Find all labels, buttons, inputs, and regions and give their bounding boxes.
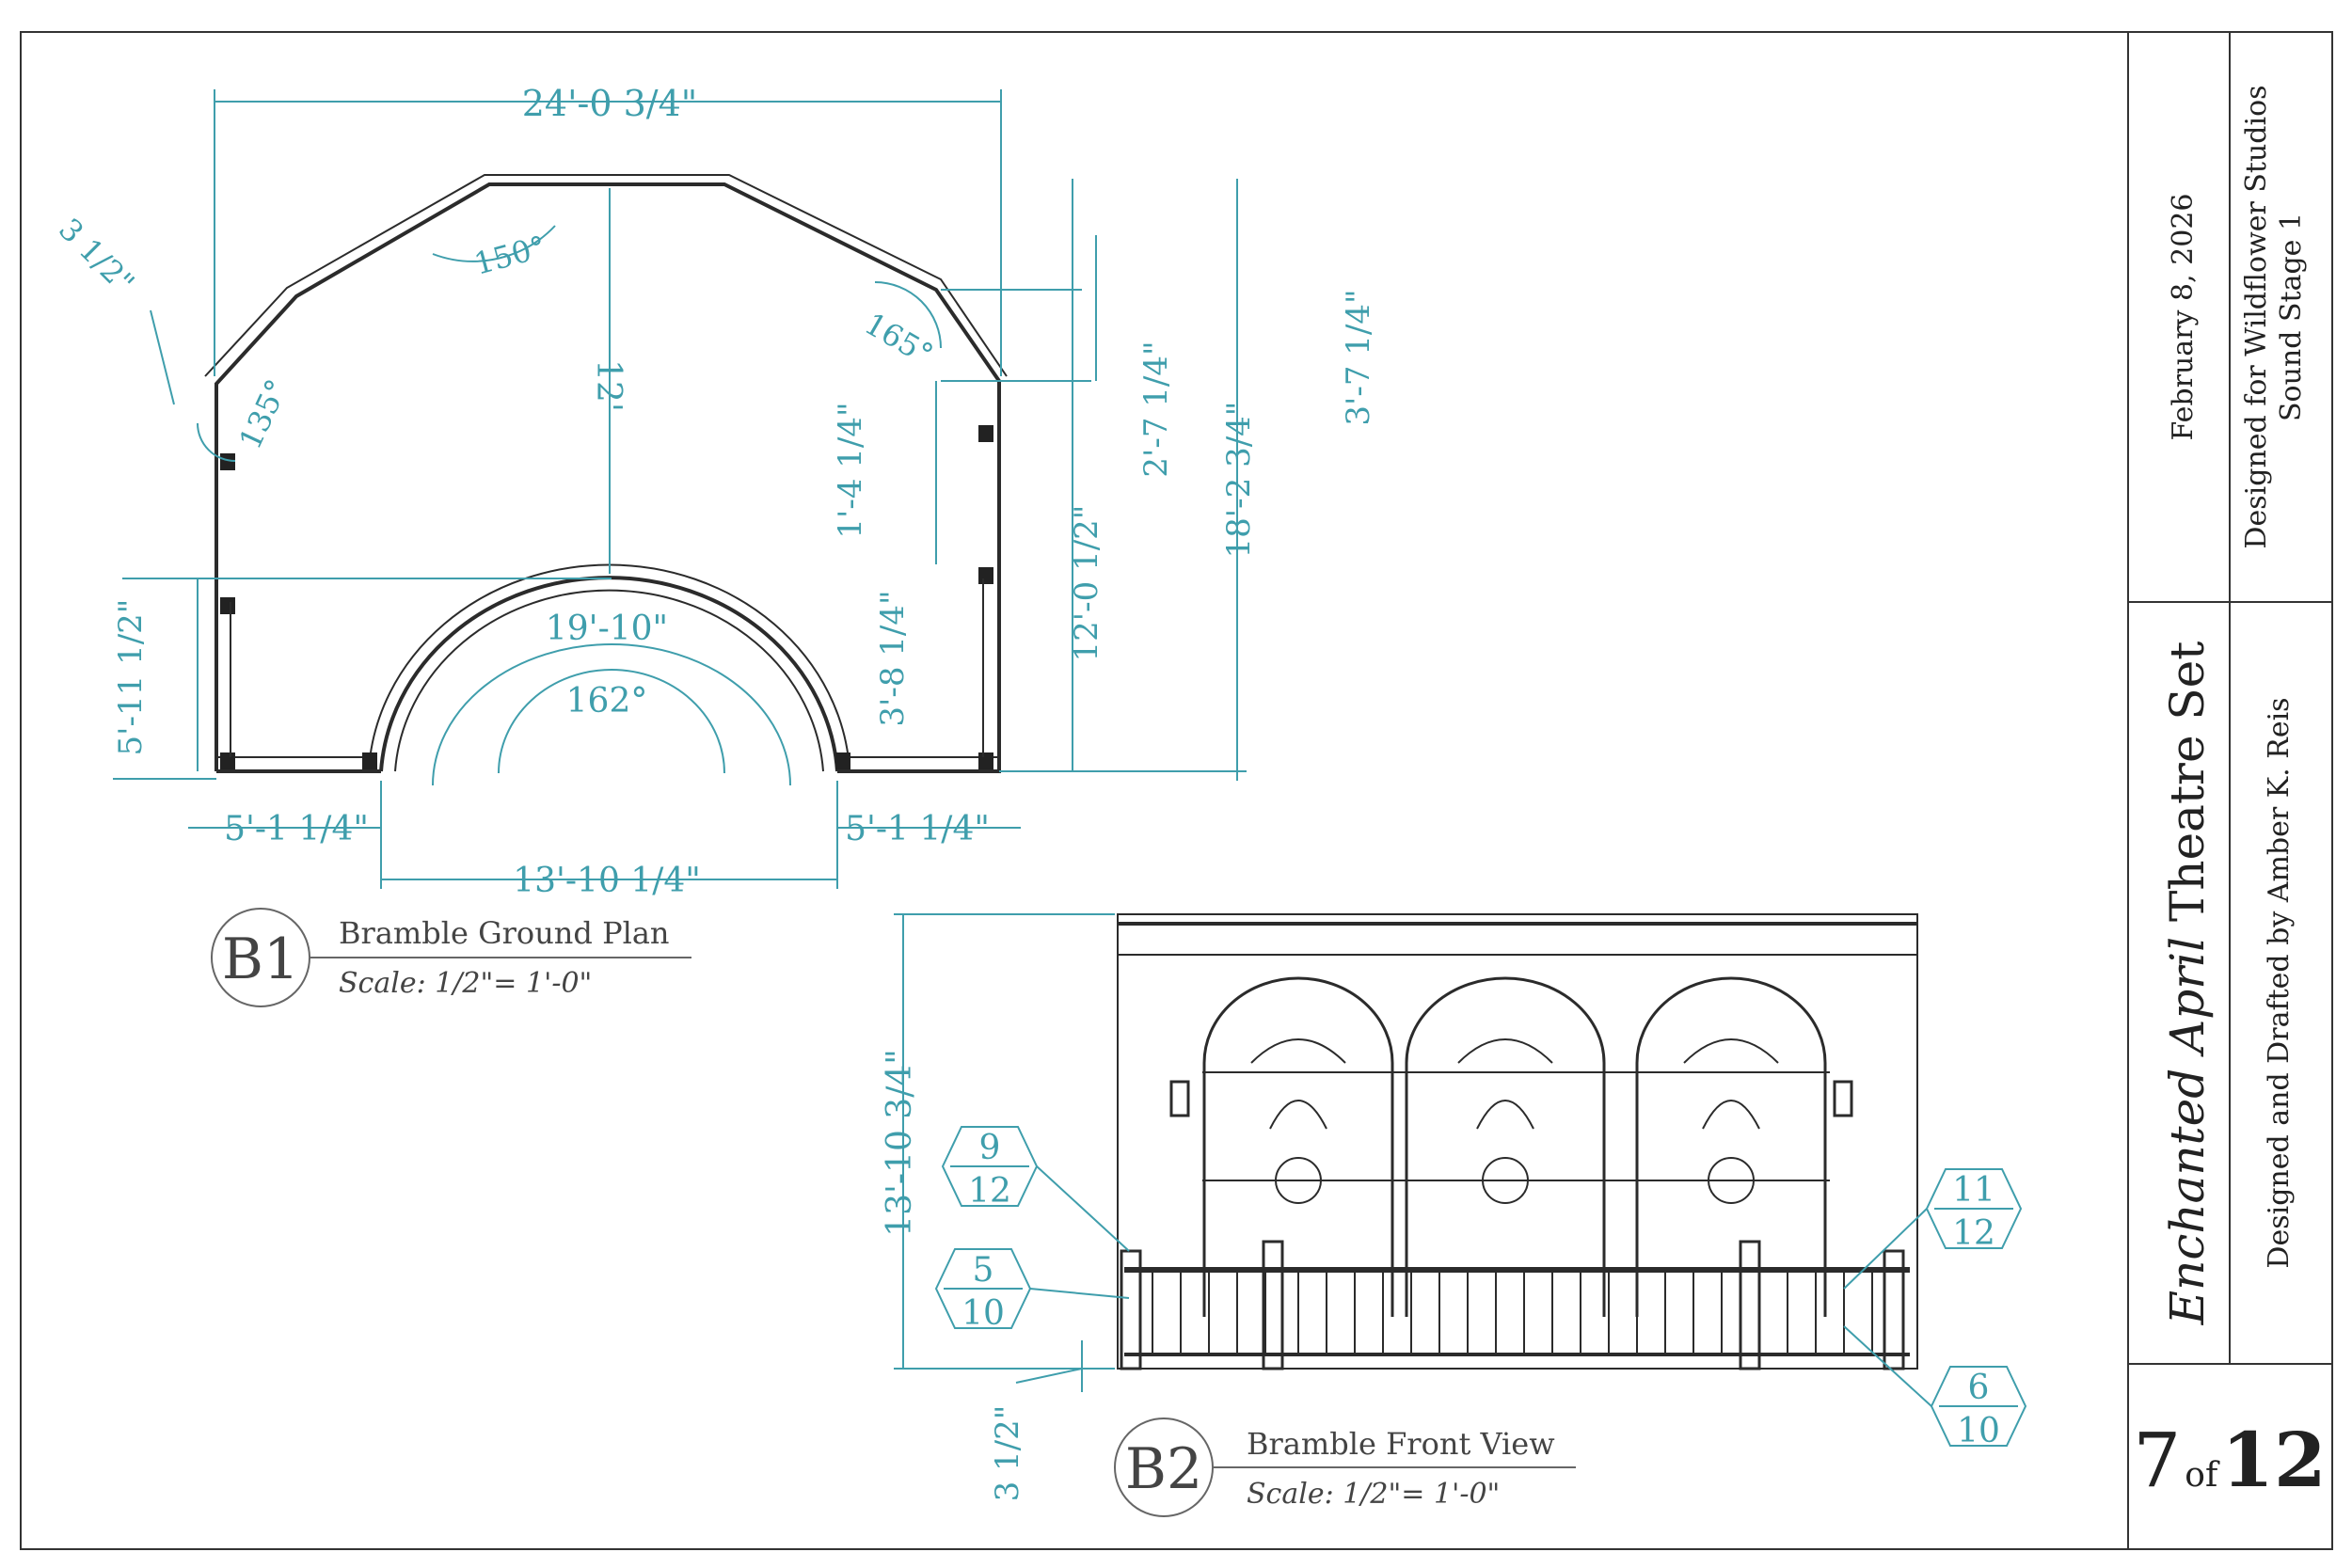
callout-bottom: 10 xyxy=(961,1294,1005,1333)
gate-arch-left xyxy=(1202,976,1394,1317)
dim-1-4-1-4: 1'-4 1/4" xyxy=(832,402,869,538)
post-marker xyxy=(978,752,993,769)
newel-post xyxy=(1739,1240,1761,1370)
dim-opening: 13'-10 1/4" xyxy=(513,862,701,900)
ground-plan-outline-inner xyxy=(204,174,1008,377)
ground-plan-dimension-lines xyxy=(113,89,1247,889)
post-marker xyxy=(835,752,850,769)
post-marker xyxy=(220,597,235,614)
title-italic: Enchanted April xyxy=(2160,937,2215,1326)
page-number-total: 12 xyxy=(2221,1416,2326,1504)
dim-arc xyxy=(197,422,236,462)
front-view-dimension-lines xyxy=(894,913,1932,1407)
lantern-right xyxy=(1833,1080,1853,1117)
ground-plan-drawing xyxy=(204,174,1008,773)
dim-right-return: 5'-1 1/4" xyxy=(845,810,990,848)
dim-arc xyxy=(498,669,725,774)
dim-angle-135: 135° xyxy=(232,373,295,454)
arch-outer xyxy=(379,576,839,772)
callout-bottom: 12 xyxy=(1952,1214,1995,1253)
post-marker xyxy=(978,425,993,442)
post-marker xyxy=(978,567,993,584)
arch-outer-2 xyxy=(368,563,850,770)
title-block-show-title: Enchanted April Theatre Set xyxy=(2160,641,2215,1326)
dim-5-11-1-2: 5'-11 1/2" xyxy=(112,599,150,756)
sheet-border xyxy=(20,31,2333,1550)
dim-leader xyxy=(150,309,175,405)
dim-3-7-1-4: 3'-7 1/4" xyxy=(1340,289,1377,425)
callout-hexagon: 9 12 xyxy=(941,1126,1039,1211)
callout-leader xyxy=(1843,1208,1928,1290)
lantern-left xyxy=(1169,1080,1190,1117)
dim-angle-165: 165° xyxy=(859,306,940,372)
balusters xyxy=(1152,1272,1873,1354)
dim-12-0-1-2: 12'-0 1/2" xyxy=(1068,505,1105,662)
ground-plan-scale: Scale: 1/2"= 1'-0" xyxy=(339,967,592,1000)
newel-post xyxy=(1262,1240,1284,1370)
callout-hexagon: 5 10 xyxy=(934,1248,1032,1333)
title-block-designed-for: Designed for Wildflower Studios xyxy=(2240,85,2273,548)
page-number-of: of xyxy=(2185,1456,2220,1495)
callout-leader xyxy=(1843,1325,1932,1407)
newel-post xyxy=(1883,1249,1905,1370)
ground-plan-badge: B1 xyxy=(222,927,299,992)
dim-arc xyxy=(432,225,556,262)
callout-hexagon: 6 10 xyxy=(1930,1366,2027,1450)
dim-18-2-3-4: 18'-2 3/4" xyxy=(1220,402,1258,559)
title-block-stage: Sound Stage 1 xyxy=(2275,213,2308,421)
front-view-scale: Scale: 1/2"= 1'-0" xyxy=(1247,1478,1500,1511)
dim-3-8-1-4: 3'-8 1/4" xyxy=(874,590,912,726)
front-view-badge-circle xyxy=(1114,1418,1214,1517)
callout-bottom: 10 xyxy=(1957,1412,2000,1450)
dim-leader xyxy=(1015,1368,1083,1384)
ground-plan-title: Bramble Ground Plan xyxy=(339,915,670,951)
gate-medallion xyxy=(1482,1157,1529,1204)
dim-front-base: 3 1/2" xyxy=(989,1405,1026,1502)
post-marker xyxy=(362,752,377,769)
dim-front-height: 13'-10 3/4" xyxy=(881,1049,919,1237)
dim-angle-150: 150° xyxy=(470,229,549,282)
callout-bottom: 12 xyxy=(968,1172,1011,1211)
gate-medallion xyxy=(1275,1157,1322,1204)
newel-post xyxy=(1120,1249,1142,1370)
title-block-designer: Designed and Drafted by Amber K. Reis xyxy=(2263,697,2296,1268)
dim-2-7-1-4: 2'-7 1/4" xyxy=(1137,341,1175,477)
front-view-badge: B2 xyxy=(1125,1436,1202,1502)
dim-offset-top-left: 3 1/2" xyxy=(52,212,141,301)
post-marker xyxy=(220,752,235,769)
callout-top: 9 xyxy=(979,1129,1001,1167)
callout-top: 6 xyxy=(1968,1369,1990,1407)
post-marker xyxy=(220,453,235,470)
dim-arc-angle: 162° xyxy=(566,682,648,721)
dim-arc-length: 19'-10" xyxy=(546,610,668,648)
gate-arch-center xyxy=(1405,976,1606,1317)
front-view-frame xyxy=(1117,913,1918,1370)
dim-arc xyxy=(432,643,791,786)
dim-arc xyxy=(874,281,942,349)
front-view-drawing xyxy=(1117,913,1918,1370)
gate-medallion xyxy=(1708,1157,1755,1204)
ground-plan-outline xyxy=(215,182,1001,773)
page-number-current: 7 xyxy=(2133,1417,2181,1504)
title-rest: Theatre Set xyxy=(2160,641,2215,937)
callout-top: 11 xyxy=(1952,1171,1995,1210)
gate-arch-right xyxy=(1635,976,1827,1317)
ground-plan-badge-circle xyxy=(211,908,310,1007)
callout-leader xyxy=(1036,1165,1130,1252)
front-view-title: Bramble Front View xyxy=(1247,1426,1555,1462)
dim-center-depth: 12' xyxy=(589,359,628,412)
gate-scrollwork xyxy=(1250,1038,1779,1130)
dim-overall-width: 24'-0 3/4" xyxy=(522,83,698,124)
callout-top: 5 xyxy=(973,1251,994,1290)
callout-hexagon: 11 12 xyxy=(1925,1168,2023,1253)
title-block-date: February 8, 2026 xyxy=(2167,193,2200,440)
arch-inner xyxy=(394,589,824,772)
dim-left-return: 5'-1 1/4" xyxy=(224,810,369,848)
callout-leader xyxy=(1029,1288,1130,1299)
